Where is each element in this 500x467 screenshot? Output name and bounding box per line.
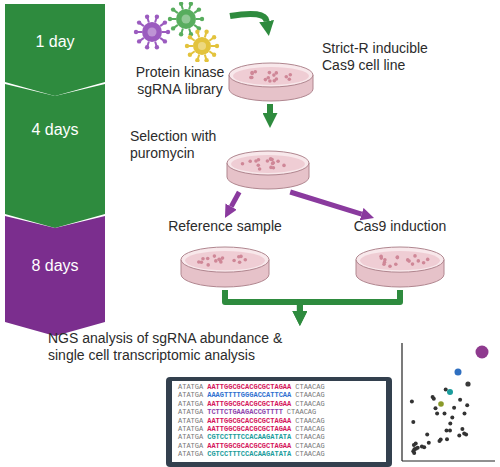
- sequence-text: AATTGGCGCACGCGCTAGAA: [207, 383, 291, 391]
- cell-dish: Strict-R inducible Cas9 cell line: [226, 36, 494, 104]
- scatter-dot: [476, 346, 489, 359]
- petri-dish: [226, 150, 310, 190]
- sequence-text: AATTGGCGCACGCGCTAGAA: [207, 425, 291, 433]
- sequence-line: ATATGA CGTCCTTTCCACAAGATATA CTAACAG: [178, 433, 325, 441]
- sequence-line: ATATGA AATTGGCGCACGCGCTAGAA CTAACAG: [178, 417, 325, 425]
- flow-arrow: [230, 14, 267, 21]
- sequence-line: ATATGA CGTCCTTTCCACAAGATATA CTAACAG: [178, 450, 325, 458]
- node-label: Strict-R inducible Cas9 cell line: [322, 40, 452, 74]
- petri-dish: [355, 246, 445, 288]
- sequence-line: ATATGA AAAGTTTTGGGACCATTCAA CTAACAG: [178, 391, 325, 399]
- sequence-text: CTAACAG: [295, 442, 324, 450]
- node-label: Selection with puromycin: [130, 128, 224, 162]
- monitor-screen: [172, 381, 386, 462]
- flow-arrow: [225, 290, 300, 311]
- sequence-text: ATATGA: [178, 425, 203, 433]
- sequence-line: ATATGA AATTGGCGCACGCGCTAGAA CTAACAG: [178, 400, 325, 408]
- node-label: Protein kinase sgRNA library: [130, 64, 230, 98]
- timeline-chevron: 8 days: [5, 216, 105, 336]
- plot-axis: [402, 460, 495, 461]
- sequence-text: CTAACAG: [295, 391, 324, 399]
- sequence-line: ATATGA AATTGGCGCACGCGCTAGAA CTAACAG: [178, 442, 325, 450]
- sequence-line: ATATGA AATTGGCGCACGCGCTAGAA CTAACAG: [178, 425, 325, 433]
- sequence-text: CTAACAG: [287, 408, 316, 416]
- sequence-text: CGTCCTTTCCACAAGATATA: [207, 450, 291, 458]
- node-label: 1 day: [5, 32, 105, 51]
- monitor-frame: [166, 377, 392, 467]
- flow-arrow: [231, 192, 239, 207]
- cell-dish: Cas9 induction: [335, 218, 465, 290]
- sequence-text: ATATGA: [178, 408, 203, 416]
- sequence-text: AATTGGCGCACGCGCTAGAA: [207, 442, 291, 450]
- plot-axis: [401, 343, 402, 461]
- timeline-chevron: 4 days: [5, 84, 105, 228]
- analysis-step: NGS analysis of sgRNA abundance & single…: [40, 326, 400, 374]
- sequence-text: CTAACAG: [295, 425, 324, 433]
- petri-dish: [228, 62, 314, 102]
- sequence-text: CTAACAG: [295, 383, 324, 391]
- node-label: 8 days: [5, 256, 105, 275]
- node-label: Cas9 induction: [335, 218, 465, 235]
- node-label: 4 days: [5, 120, 105, 139]
- sequence-text: CTAACAG: [295, 450, 324, 458]
- sequence-text: CTAACAG: [295, 417, 324, 425]
- scatter-dot: [465, 381, 470, 386]
- scatter-dot: [455, 369, 462, 376]
- flow-arrow: [267, 104, 273, 113]
- sequence-text: AATTGGCGCACGCGCTAGAA: [207, 417, 291, 425]
- scatter-dots: [410, 387, 469, 455]
- sequence-list: ATATGAAATTGGCGCACGCGCTAGAACTAACAGATATGAA…: [178, 383, 325, 459]
- cell-dish: Selection with puromycin: [130, 128, 312, 192]
- sequence-text: ATATGA: [178, 391, 203, 399]
- virus-icons: [130, 2, 230, 62]
- sequence-text: CGTCCTTTCCACAAGATATA: [207, 433, 291, 441]
- sequence-text: ATATGA: [178, 450, 203, 458]
- sequence-text: ATATGA: [178, 417, 203, 425]
- timeline-chevron: [5, 84, 105, 228]
- node-label: NGS analysis of sgRNA abundance & single…: [48, 330, 310, 364]
- sequence-line: ATATGA AATTGGCGCACGCGCTAGAA CTAACAG: [178, 383, 325, 391]
- scatter-dot: [438, 401, 444, 407]
- timeline-chevron: [5, 216, 105, 336]
- sequence-text: AATTGGCGCACGCGCTAGAA: [207, 400, 291, 408]
- sequence-text: ATATGA: [178, 433, 203, 441]
- sequence-text: CTAACAG: [295, 400, 324, 408]
- sequence-text: TCTTCTGAAGACCGTTTT: [207, 408, 283, 416]
- cell-dish: Reference sample: [160, 218, 290, 290]
- sequence-text: AAAGTTTTGGGACCATTCAA: [207, 391, 291, 399]
- sequence-text: ATATGA: [178, 442, 203, 450]
- flow-arrow: [300, 290, 400, 311]
- sequence-line: ATATGA TCTTCTGAAGACCGTTTT CTAACAG: [178, 408, 325, 416]
- sequence-text: ATATGA: [178, 400, 203, 408]
- scatter-dot: [447, 389, 453, 395]
- library-group: Protein kinase sgRNA library: [130, 2, 230, 102]
- timeline-chevron: 1 day: [5, 4, 105, 96]
- petri-dish: [180, 246, 270, 288]
- sequence-text: CTAACAG: [295, 433, 324, 441]
- node-label: Reference sample: [160, 218, 290, 235]
- flow-arrow: [290, 192, 361, 214]
- sequence-text: ATATGA: [178, 383, 203, 391]
